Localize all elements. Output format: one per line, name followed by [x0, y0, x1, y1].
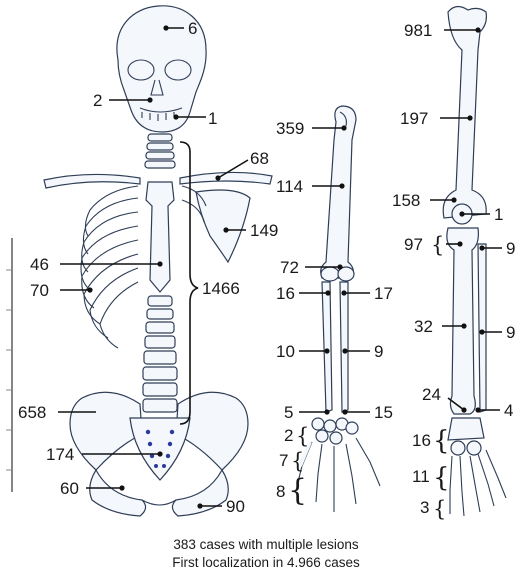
brace-metacarpals: {: [291, 449, 304, 473]
ischium-left: [90, 470, 146, 516]
label-phalanges: 8: [276, 482, 285, 501]
brace-metatarsals: {: [433, 463, 450, 493]
label-spine: 1466: [202, 279, 240, 298]
label-ulna-proximal: 16: [276, 284, 295, 303]
label-femur-proximal: 981: [404, 21, 432, 40]
label-radius-proximal: 17: [374, 284, 393, 303]
label-tarsals: 16: [412, 431, 431, 450]
label-femur-distal: 158: [392, 191, 420, 210]
label-fibula-proximal: 9: [506, 239, 515, 258]
caption-line-2: First localization in 4.966 cases: [172, 555, 360, 570]
label-ischium: 60: [60, 479, 79, 498]
label-radius-distal: 15: [374, 403, 393, 422]
label-tibia-proximal: 97: [404, 235, 423, 254]
caption-line-1: 383 cases with multiple lesions: [173, 537, 359, 552]
label-carpals: 2: [284, 426, 293, 445]
label-humerus-distal: 72: [280, 258, 299, 277]
humerus-shape: [321, 106, 356, 278]
rib-cage: [81, 186, 206, 348]
fibula-shape: [478, 244, 486, 412]
label-humerus-proximal: 359: [276, 119, 304, 138]
label-radius-shaft: 9: [374, 342, 383, 361]
label-cervical: 1: [208, 109, 217, 128]
label-patella: 1: [494, 205, 503, 224]
label-ribs: 70: [30, 281, 49, 300]
cervical-vertebrae: [145, 134, 175, 168]
brace-tibia-proximal: {: [431, 233, 444, 257]
label-ulna-shaft: 10: [276, 342, 295, 361]
sacrum-shape: [130, 418, 190, 480]
carpal-bones: [312, 418, 358, 444]
spine-brace: [180, 142, 198, 424]
label-sacrum: 174: [46, 445, 74, 464]
tarsal-bones: [448, 418, 484, 455]
ischium-right: [172, 470, 228, 516]
label-sternum: 46: [30, 255, 49, 274]
label-ulna-distal: 5: [284, 403, 293, 422]
ilium-left: [70, 392, 142, 470]
brace-phalanges: {: [288, 473, 307, 508]
skeleton-illustration: [44, 6, 272, 516]
label-tibia-shaft: 32: [414, 317, 433, 336]
arm-illustration: [298, 106, 380, 512]
label-pubis: 90: [226, 497, 245, 516]
label-fibula-distal: 4: [504, 401, 513, 420]
label-mandible: 2: [93, 91, 102, 110]
brace-tarsals: {: [433, 426, 450, 456]
left-panel-fragment: [6, 238, 12, 492]
label-tibia-distal: 24: [422, 385, 441, 404]
thoracic-lumbar-spine: [143, 296, 177, 412]
label-skull: 6: [188, 19, 197, 38]
clavicle-right: [180, 172, 272, 184]
label-ilium: 658: [18, 403, 46, 422]
radius-shape: [340, 282, 348, 412]
brace-toes: {: [433, 497, 446, 521]
foot-bones: [450, 450, 506, 516]
label-metatarsals: 11: [412, 467, 430, 486]
hand-bones: [298, 438, 380, 512]
label-clavicle: 68: [250, 149, 269, 168]
leg-illustration: [443, 6, 506, 516]
label-metacarpals: 7: [279, 451, 288, 470]
sternum-shape: [146, 182, 174, 292]
label-toes: 3: [420, 498, 429, 517]
label-humerus-shaft: 114: [276, 177, 303, 196]
label-fibula-shaft: 9: [506, 323, 515, 342]
clavicle-left: [44, 174, 140, 188]
tibia-shape: [447, 228, 479, 414]
brace-carpals: {: [296, 424, 309, 448]
label-femur-shaft: 197: [400, 109, 428, 128]
ulna-shape: [322, 282, 332, 412]
femur-shape: [443, 6, 486, 218]
label-scapula: 149: [250, 221, 278, 240]
caption: 383 cases with multiple lesions First lo…: [172, 537, 360, 570]
